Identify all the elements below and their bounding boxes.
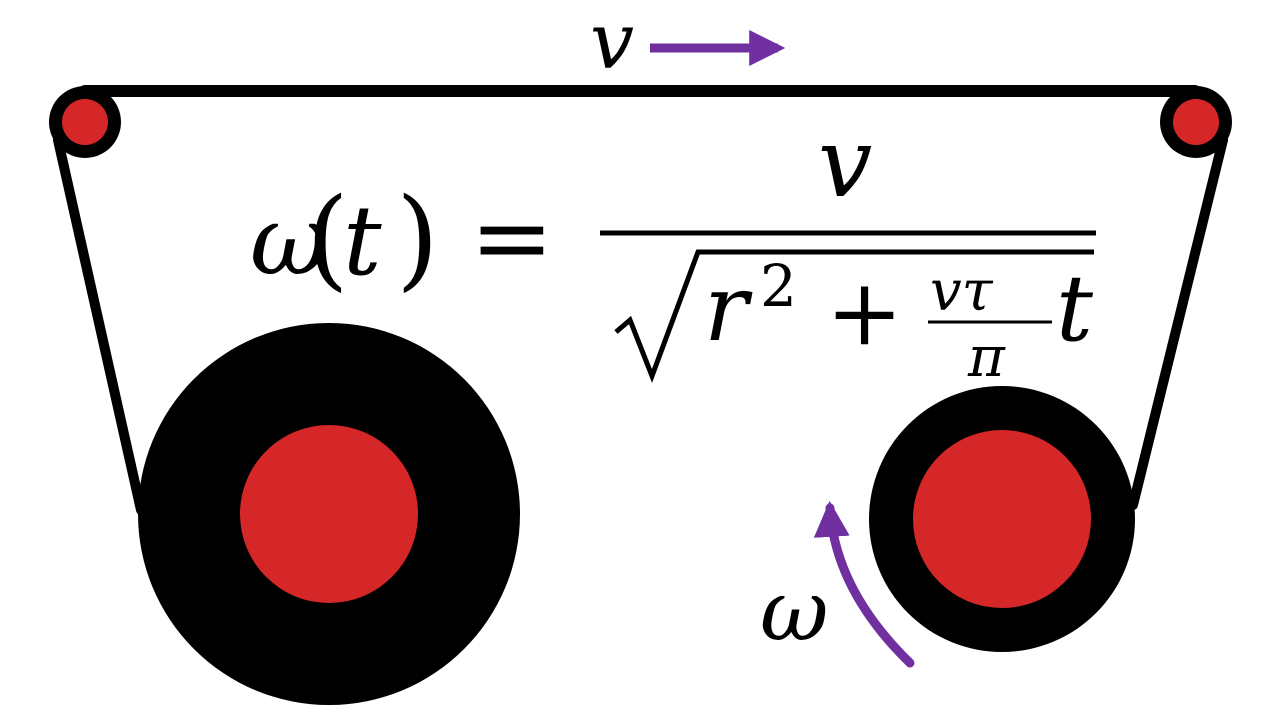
right-guide-roller bbox=[1160, 86, 1232, 158]
formula-equals: = bbox=[470, 179, 554, 296]
formula-inner-denominator: π bbox=[967, 325, 1006, 390]
formula-numerator-v: v bbox=[818, 107, 872, 219]
formula-radicand-exponent: 2 bbox=[760, 252, 797, 320]
formula-inner-numerator: vτ bbox=[930, 259, 994, 324]
velocity-label: v bbox=[590, 0, 634, 87]
left-supply-reel bbox=[138, 323, 520, 705]
formula-radicand-r: r bbox=[704, 255, 753, 362]
left-guide-roller bbox=[49, 86, 121, 158]
right-takeup-reel bbox=[869, 386, 1135, 652]
formula-lhs-t: t bbox=[343, 185, 382, 297]
formula-plus: + bbox=[826, 259, 903, 366]
formula-lhs-open-paren: ( bbox=[306, 174, 349, 302]
formula-inner-t: t bbox=[1056, 255, 1094, 362]
angular-velocity-formula: ω ( t ) = v r 2 + vτ π t bbox=[250, 107, 1096, 390]
left-reel-hub bbox=[240, 425, 418, 603]
tape-left-segment bbox=[53, 135, 146, 515]
angular-velocity-arrow bbox=[813, 500, 915, 668]
tape-right-segment bbox=[1128, 135, 1228, 510]
formula-lhs-close-paren: ) bbox=[396, 174, 439, 302]
right-reel-hub bbox=[913, 430, 1091, 608]
formula-lhs-omega: ω bbox=[250, 185, 328, 297]
formula-sqrt-sign bbox=[614, 249, 1094, 384]
angular-velocity-label: ω bbox=[760, 562, 829, 660]
